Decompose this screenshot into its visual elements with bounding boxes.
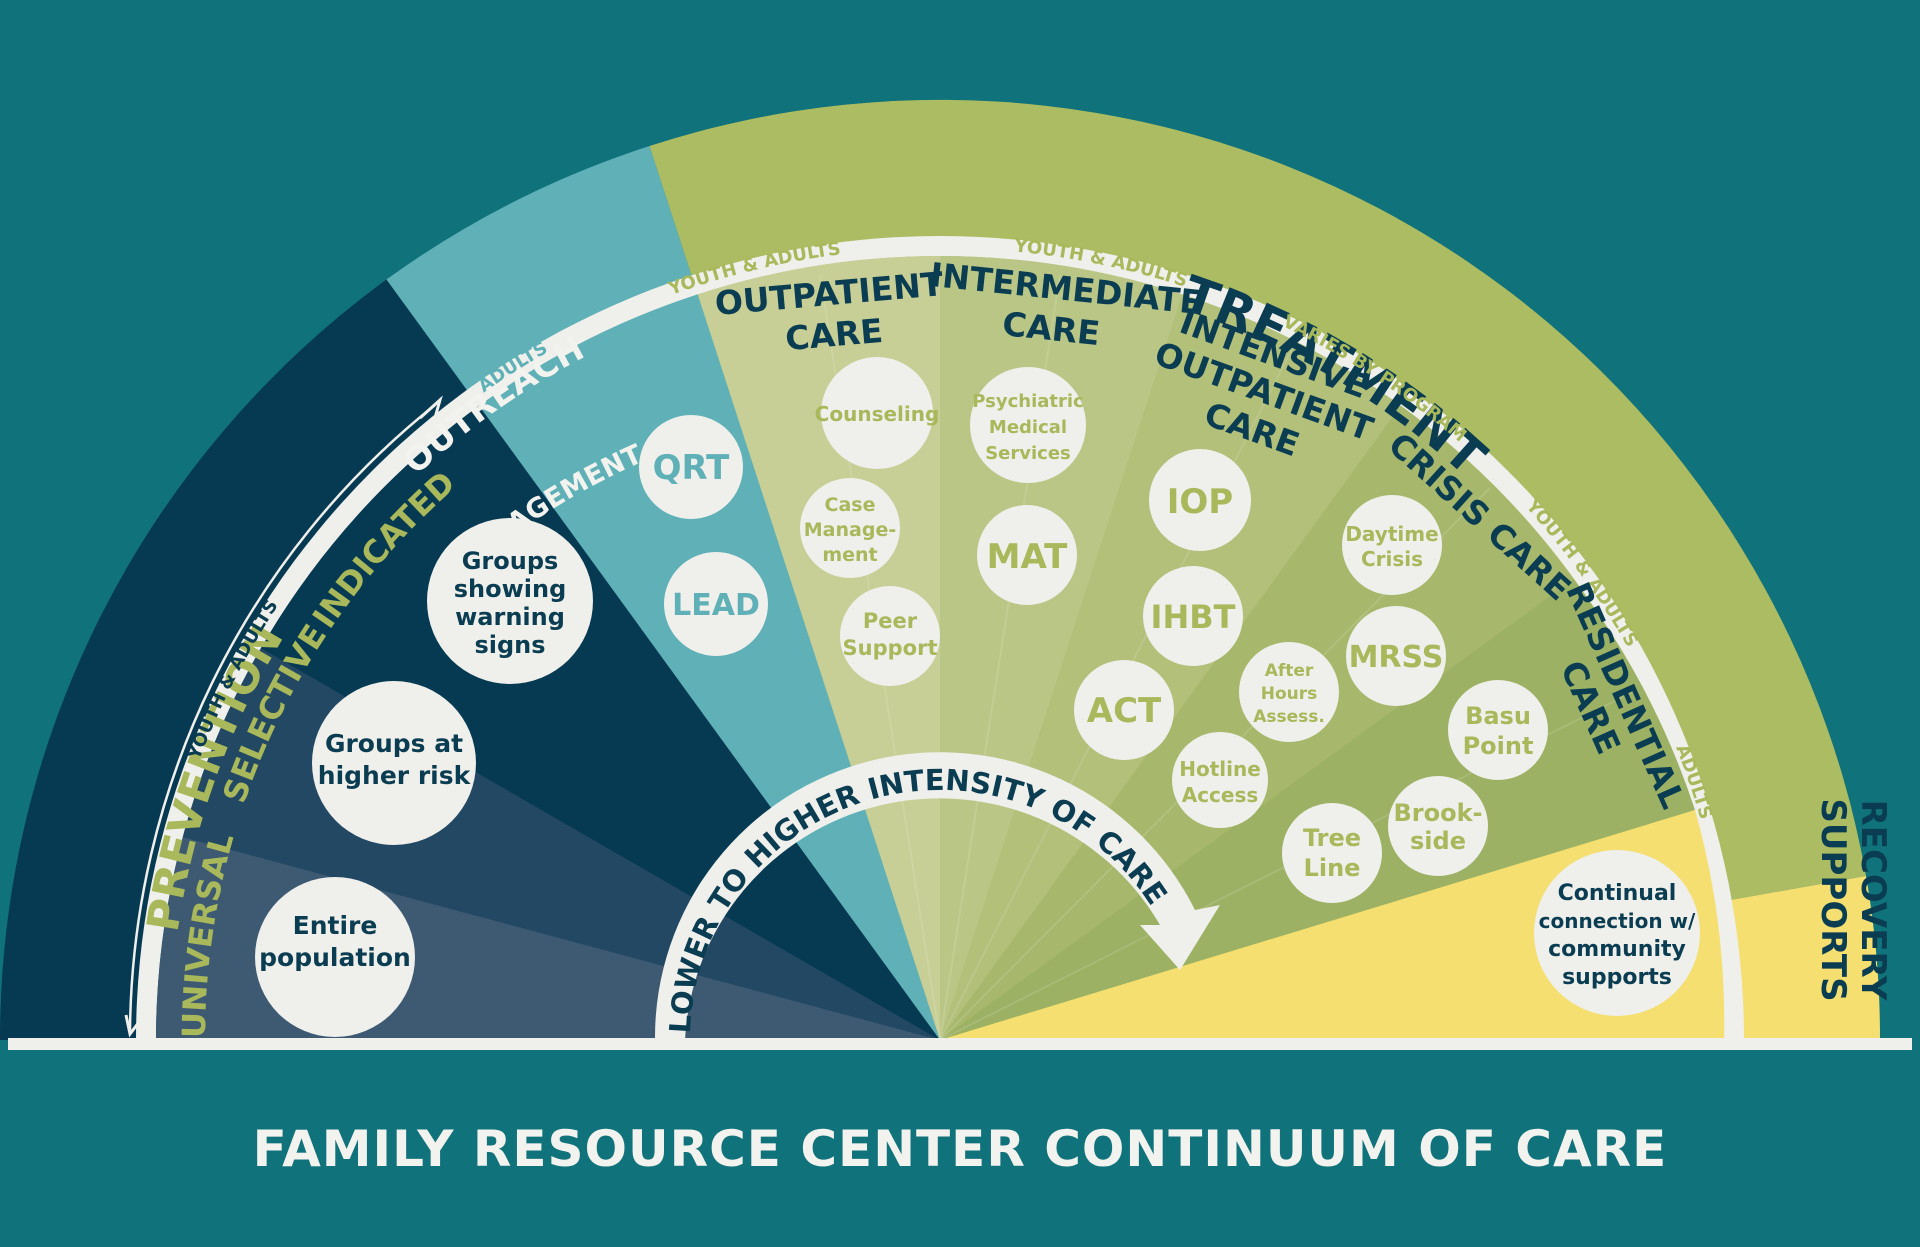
svg-text:Basu: Basu	[1465, 702, 1531, 730]
svg-text:Entire: Entire	[293, 911, 378, 940]
svg-text:Manage-: Manage-	[804, 519, 896, 541]
prevention-bubbles: Entire population Groups at higher risk …	[255, 518, 593, 1037]
svg-text:Access: Access	[1182, 783, 1259, 807]
svg-text:Services: Services	[985, 443, 1071, 464]
svg-text:LEAD: LEAD	[672, 588, 760, 623]
svg-text:After: After	[1265, 661, 1314, 681]
bubble-iop: IOP	[1149, 449, 1251, 551]
bubble-counseling: Counseling	[815, 357, 940, 469]
crisis-bubbles: Daytime Crisis MRSS After Hours Assess. …	[1172, 495, 1446, 828]
recovery-label: RECOVERY SUPPORTS	[1813, 798, 1893, 1001]
svg-text:MAT: MAT	[987, 537, 1069, 577]
bubble-daytime-crisis: Daytime Crisis	[1342, 495, 1442, 595]
bubble-mat: MAT	[977, 505, 1077, 605]
svg-text:QRT: QRT	[653, 448, 731, 488]
svg-text:Crisis: Crisis	[1361, 547, 1423, 571]
indicated-sector	[261, 405, 940, 1040]
bubble-hotline-access: Hotline Access	[1172, 732, 1268, 828]
intermediate-bubbles: Psychiatric Medical Services MAT	[970, 367, 1086, 605]
svg-text:Counseling: Counseling	[815, 402, 940, 426]
svg-text:Peer: Peer	[863, 609, 918, 633]
iop-sector	[940, 294, 1401, 1040]
svg-text:Hours: Hours	[1261, 684, 1318, 704]
svg-text:RECOVERY: RECOVERY	[1853, 800, 1893, 1001]
svg-text:Daytime: Daytime	[1345, 522, 1438, 546]
svg-text:Continual: Continual	[1558, 881, 1677, 906]
svg-text:population: population	[259, 943, 411, 972]
svg-text:IOP: IOP	[1167, 482, 1233, 522]
svg-text:signs: signs	[474, 631, 545, 659]
bubble-entire-population: Entire population	[255, 877, 415, 1037]
bubble-groups-higher-risk: Groups at higher risk	[312, 681, 476, 845]
svg-text:SUPPORTS: SUPPORTS	[1813, 798, 1853, 1001]
page-title: FAMILY RESOURCE CENTER CONTINUUM OF CARE	[252, 1120, 1668, 1178]
bubble-lead: LEAD	[664, 552, 768, 656]
bubble-qrt: QRT	[639, 415, 743, 519]
bubble-case-management: Case Manage- ment	[800, 478, 900, 578]
svg-text:showing: showing	[454, 575, 567, 603]
svg-text:Hotline: Hotline	[1179, 757, 1261, 781]
bubble-ihbt: IHBT	[1143, 566, 1243, 666]
svg-text:Assess.: Assess.	[1253, 707, 1325, 727]
svg-text:ment: ment	[822, 544, 877, 566]
bubble-groups-warning-signs: Groups showing warning signs	[427, 518, 593, 684]
bubble-continual-connection: Continual connection w/ community suppor…	[1534, 850, 1700, 1016]
svg-text:IHBT: IHBT	[1151, 598, 1236, 636]
svg-text:supports: supports	[1562, 965, 1672, 990]
outreach-bubbles: QRT LEAD	[639, 415, 768, 656]
svg-text:Groups: Groups	[462, 547, 559, 575]
svg-text:connection w/: connection w/	[1539, 909, 1696, 933]
svg-text:Point: Point	[1463, 732, 1534, 760]
residential-bubbles: Basu Point Brook- side Tree Line	[1282, 680, 1548, 903]
bubble-brookside: Brook- side	[1388, 776, 1488, 876]
recovery-sector	[940, 810, 1725, 1040]
bubble-after-hours: After Hours Assess.	[1239, 642, 1339, 742]
bubble-basu-point: Basu Point	[1448, 680, 1548, 780]
outpatient-heading-2: CARE	[784, 311, 885, 358]
svg-text:higher risk: higher risk	[318, 761, 472, 790]
svg-text:Brook-: Brook-	[1393, 799, 1482, 827]
bubble-tree-line: Tree Line	[1282, 803, 1382, 903]
svg-text:Medical: Medical	[989, 417, 1067, 438]
bubble-peer-support: Peer Support	[840, 586, 940, 686]
svg-text:Case: Case	[825, 494, 876, 516]
svg-text:ACT: ACT	[1087, 691, 1162, 731]
iop-bubbles: IOP IHBT ACT	[1074, 449, 1251, 760]
svg-text:MRSS: MRSS	[1349, 640, 1444, 675]
svg-text:warning: warning	[455, 603, 565, 631]
svg-text:Psychiatric: Psychiatric	[972, 391, 1083, 412]
svg-text:Groups at: Groups at	[325, 729, 463, 758]
baseline	[8, 1038, 1912, 1050]
outpatient-bubbles: Counseling Case Manage- ment Peer Suppor…	[800, 357, 940, 686]
svg-text:side: side	[1410, 827, 1466, 855]
bubble-act: ACT	[1074, 660, 1174, 760]
svg-text:Line: Line	[1304, 854, 1361, 882]
bubble-psychiatric-services: Psychiatric Medical Services	[970, 367, 1086, 483]
bubble-mrss: MRSS	[1346, 606, 1446, 706]
svg-text:community: community	[1548, 937, 1686, 962]
svg-text:Support: Support	[843, 636, 938, 660]
outreach-sector	[479, 294, 940, 1040]
svg-text:Tree: Tree	[1303, 824, 1361, 852]
prevention-double-arrow	[124, 395, 443, 1038]
